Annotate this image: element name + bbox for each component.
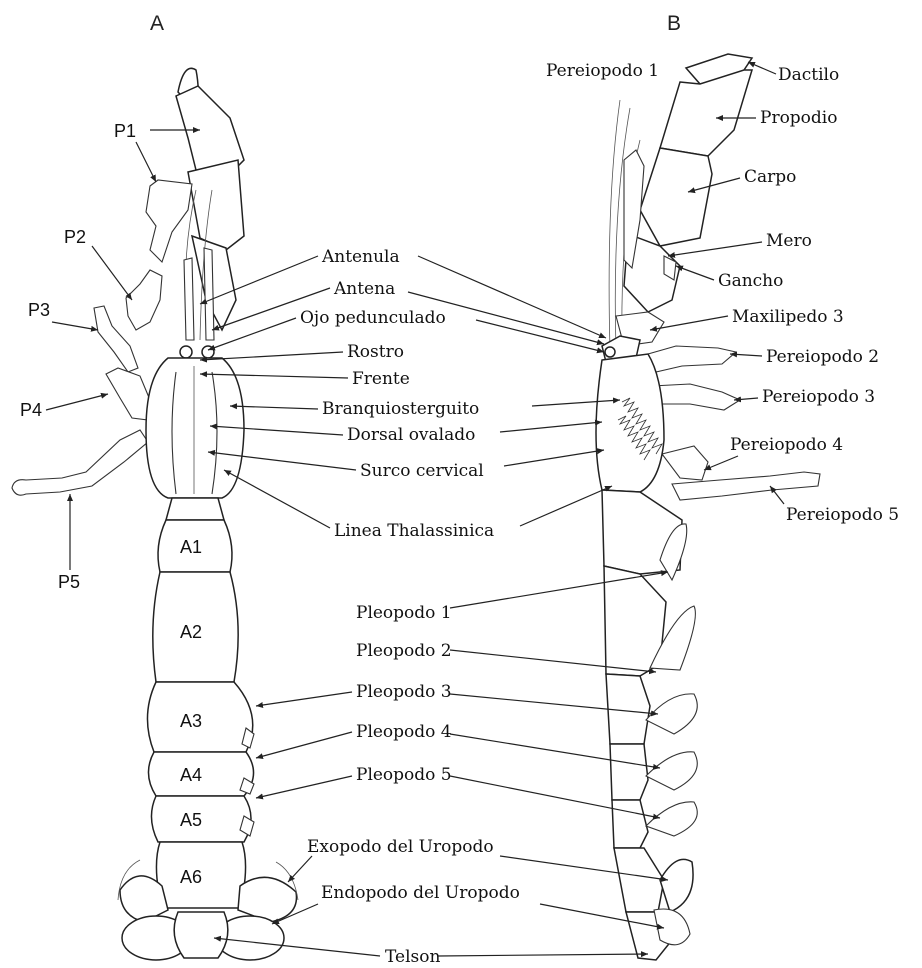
leader-exopodo-a xyxy=(288,856,312,882)
a-antennule-right xyxy=(204,248,214,340)
b-uropod xyxy=(660,859,693,912)
central-labels: Antenula Antena Ojo pedunculado Rostro F… xyxy=(200,247,668,967)
label-p2: P2 xyxy=(64,227,86,247)
label-gancho: Gancho xyxy=(718,271,783,291)
specimen-a-dorsal xyxy=(12,68,298,960)
leader-rostro xyxy=(200,352,343,360)
label-maxilipedo: Maxilipedo 3 xyxy=(732,307,844,327)
label-a2: A2 xyxy=(180,622,202,642)
b-carapace xyxy=(596,354,664,492)
a-carapace xyxy=(146,358,244,498)
b-abdomen-4 xyxy=(610,744,648,800)
leader-mero xyxy=(668,242,762,256)
leader-telson-b xyxy=(438,954,648,956)
b-carpus xyxy=(640,148,712,246)
leader-linea-a xyxy=(224,470,330,528)
a-leg-p5 xyxy=(12,430,148,495)
label-telson: Telson xyxy=(385,947,440,967)
label-dactilo: Dactilo xyxy=(778,65,839,85)
label-pereiopodo-4: Pereiopodo 4 xyxy=(730,435,843,455)
label-pleopodo-5: Pleopodo 5 xyxy=(356,765,452,785)
a-uropod-right xyxy=(238,877,296,922)
label-pleopodo-3: Pleopodo 3 xyxy=(356,682,452,702)
leader-pereiopodo-2 xyxy=(730,354,762,356)
panel-letter-a: A xyxy=(150,12,164,35)
leader-dorsal-b xyxy=(500,422,602,432)
leader-antenula-b xyxy=(418,256,606,338)
label-p3: P3 xyxy=(28,300,50,320)
b-leg-4 xyxy=(662,446,708,480)
a-eye-left xyxy=(180,346,192,358)
leader-p3 xyxy=(52,322,98,330)
leader-dactilo xyxy=(748,62,776,74)
label-pereiopodo-1: Pereiopodo 1 xyxy=(546,61,659,81)
label-pleopodo-2: Pleopodo 2 xyxy=(356,641,452,661)
b-eye xyxy=(605,347,615,357)
b-antenna-1 xyxy=(609,100,620,350)
label-antena: Antena xyxy=(333,279,395,299)
b-leg-3 xyxy=(652,384,740,410)
leader-pleopodo-3-a xyxy=(256,692,352,706)
label-antenula: Antenula xyxy=(321,247,400,267)
leader-p2 xyxy=(92,246,132,300)
a-small-cheliped xyxy=(146,180,192,262)
b-leg-2 xyxy=(648,346,736,372)
label-mero: Mero xyxy=(766,231,812,251)
label-frente: Frente xyxy=(352,369,410,389)
leader-pleopodo-5-a xyxy=(256,776,352,798)
a-cheliped-carpus xyxy=(188,160,244,250)
a-abdomen-joint xyxy=(166,498,224,520)
leader-p4 xyxy=(46,394,108,410)
label-dorsal: Dorsal ovalado xyxy=(347,425,475,445)
leader-ojo-b xyxy=(476,320,604,352)
a-leg-p4 xyxy=(106,368,150,420)
label-a1: A1 xyxy=(180,537,202,557)
label-exopodo: Exopodo del Uropodo xyxy=(307,837,494,857)
label-a4: A4 xyxy=(180,765,202,785)
b-abdomen-5 xyxy=(612,800,648,848)
label-pereiopodo-3: Pereiopodo 3 xyxy=(762,387,875,407)
label-a6: A6 xyxy=(180,867,202,887)
label-pleopodo-1: Pleopodo 1 xyxy=(356,603,452,623)
label-propodio: Propodio xyxy=(760,108,837,128)
leader-p1-small xyxy=(136,142,156,182)
leader-linea-b xyxy=(520,486,612,526)
label-carpo: Carpo xyxy=(744,167,796,187)
label-p5: P5 xyxy=(58,572,80,592)
label-rostro: Rostro xyxy=(347,342,404,362)
b-abdomen-3 xyxy=(606,674,650,744)
label-linea: Linea Thalassinica xyxy=(334,521,494,541)
label-pereiopodo-2: Pereiopodo 2 xyxy=(766,347,879,367)
b-pleopod-5 xyxy=(646,802,697,836)
leader-surco-b xyxy=(504,450,604,466)
leader-gancho xyxy=(676,266,714,280)
b-abdomen-6 xyxy=(614,848,664,912)
b-propodus xyxy=(660,70,752,156)
label-p1: P1 xyxy=(114,121,136,141)
a-eye-right xyxy=(202,346,214,358)
label-ojo: Ojo pedunculado xyxy=(300,308,446,328)
label-pleopodo-4: Pleopodo 4 xyxy=(356,722,452,742)
label-pereiopodo-5: Pereiopodo 5 xyxy=(786,505,899,525)
leader-pleopodo-4-a xyxy=(256,732,352,758)
leader-pereiopodo-4 xyxy=(704,456,738,470)
a-telson xyxy=(174,912,228,958)
label-p4: P4 xyxy=(20,400,42,420)
label-branquio: Branquiosterguito xyxy=(322,399,479,419)
label-a5: A5 xyxy=(180,810,202,830)
panel-letter-b: B xyxy=(667,12,681,35)
label-a3: A3 xyxy=(180,711,202,731)
a-antennule-left xyxy=(184,258,194,340)
b-pleopod-4 xyxy=(646,752,697,790)
label-surco: Surco cervical xyxy=(360,461,484,481)
label-endopodo: Endopodo del Uropodo xyxy=(321,883,520,903)
